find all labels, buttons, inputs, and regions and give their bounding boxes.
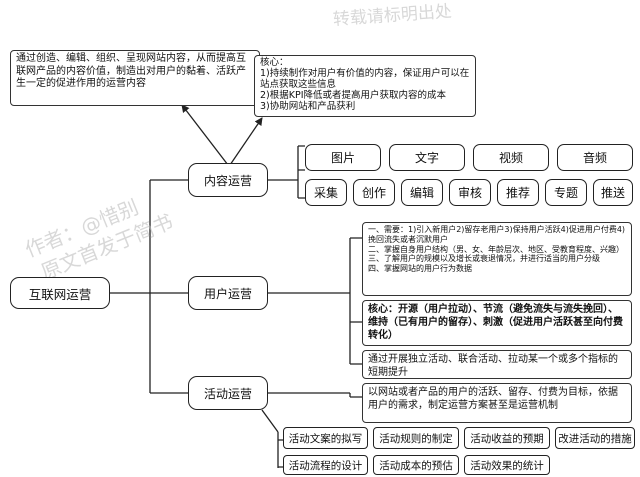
content-definition-text: 通过创造、编辑、组织、呈现网站内容，从而提高互联网产品的内容价值，制造出对用户的… <box>16 53 246 89</box>
user-needs-2: 二、掌握自身用户结构（男、女、年龄层次、地区、受教育程度、兴趣） <box>368 244 624 254</box>
user-needs-3: 三、了解用户的规模以及增长或衰退情况，并进行适当的用户分级 <box>368 254 600 264</box>
tag-review: 审核 <box>449 179 491 206</box>
tag-push-label: 推送 <box>600 186 625 200</box>
step-cost-estimate: 活动成本的预估 <box>373 455 459 475</box>
tag-push: 推送 <box>593 179 633 206</box>
user-notes-bracket <box>268 237 362 365</box>
step-effect-stats-label: 活动效果的统计 <box>470 459 544 472</box>
root-branch-connector <box>110 179 188 394</box>
tag-audio-label: 音频 <box>582 151 607 165</box>
tag-image-label: 图片 <box>330 151 355 165</box>
content-ops-node: 内容运营 <box>188 163 268 197</box>
step-flow-design: 活动流程的设计 <box>283 455 368 475</box>
content-to-definition-arrow <box>181 104 229 166</box>
user-ops-node: 用户运营 <box>188 276 268 310</box>
tag-recommend: 推荐 <box>497 179 539 206</box>
user-core-note: 核心：开源（用户拉动）、节流（避免流失与流失挽回）、维持（已有用户的留存）、刺激… <box>362 300 632 346</box>
tag-collect: 采集 <box>305 179 347 206</box>
tag-collect-label: 采集 <box>313 186 338 200</box>
tag-video: 视频 <box>473 144 549 171</box>
tag-create: 创作 <box>353 179 395 206</box>
tag-create-label: 创作 <box>361 186 386 200</box>
activity-ops-node: 活动运营 <box>188 376 268 410</box>
content-core-point-3: 3)协助网站和产品获利 <box>260 100 356 112</box>
activity-steps-bracket <box>261 409 283 468</box>
user-ops-label: 用户运营 <box>203 286 252 301</box>
tag-text: 文字 <box>389 144 465 171</box>
step-effect-stats: 活动效果的统计 <box>464 455 550 475</box>
step-rules: 活动规则的制定 <box>373 427 459 449</box>
content-core-point-1: 1)持续制作对用户有价值的内容，保证用户可以在站点获取这些信息 <box>260 67 470 90</box>
step-flow-design-label: 活动流程的设计 <box>288 459 363 472</box>
tag-topic-label: 专题 <box>553 186 578 200</box>
tag-review-label: 审核 <box>457 186 482 200</box>
content-definition-note: 通过创造、编辑、组织、呈现网站内容，从而提高互联网产品的内容价值，制造出对用户的… <box>10 50 260 106</box>
step-expected-return: 活动收益的预期 <box>464 427 550 449</box>
content-tags-bracket <box>268 145 305 199</box>
user-needs-note: 一、需要：1)引入新用户2)留存老用户3)保持用户活跃4)促进用户付费4)挽回流… <box>362 222 632 296</box>
tag-recommend-label: 推荐 <box>505 186 530 200</box>
activity-definition-text: 通过开展独立活动、联合活动、拉动某一个或多个指标的短期提升 <box>368 354 618 378</box>
content-ops-label: 内容运营 <box>203 173 252 188</box>
root-label: 互联网运营 <box>28 286 92 302</box>
step-cost-estimate-label: 活动成本的预估 <box>379 459 453 472</box>
step-expected-return-label: 活动收益的预期 <box>470 432 544 445</box>
step-copywriting: 活动文案的拟写 <box>283 427 368 449</box>
tag-text-label: 文字 <box>414 151 439 165</box>
step-improvement-label: 改进活动的措施 <box>558 432 632 445</box>
step-rules-label: 活动规则的制定 <box>379 432 453 445</box>
user-needs-4: 四、掌握网站的用户行为数据 <box>368 264 472 273</box>
tag-video-label: 视频 <box>498 151 523 165</box>
tag-edit: 编辑 <box>401 179 443 206</box>
user-needs-1: 一、需要：1)引入新用户2)留存老用户3)保持用户活跃4)促进用户付费4)挽回流… <box>368 225 626 244</box>
tag-topic: 专题 <box>545 179 587 206</box>
tag-image: 图片 <box>305 144 381 171</box>
root-node: 互联网运营 <box>10 277 110 309</box>
step-improvement: 改进活动的措施 <box>555 427 635 449</box>
step-copywriting-label: 活动文案的拟写 <box>288 432 363 445</box>
content-core-title: 核心： <box>260 57 289 68</box>
user-core-text: 核心：开源（用户拉动）、节流（避免流失与流失挽回）、维持（已有用户的留存）、刺激… <box>368 304 623 341</box>
activity-description-note: 以网站或者产品的用户的活跃、留存、付费为目标，依据用户的需求，制定运营方案甚至是… <box>362 383 632 423</box>
content-core-point-2: 2)根据KPI降低或者提高用户获取内容的成本 <box>260 89 447 101</box>
activity-ops-label: 活动运营 <box>203 386 252 401</box>
activity-definition-note: 通过开展独立活动、联合活动、拉动某一个或多个指标的短期提升 <box>362 350 632 379</box>
activity-notes-bracket <box>268 392 362 398</box>
content-to-core-arrow <box>229 117 263 166</box>
tag-edit-label: 编辑 <box>409 186 434 200</box>
tag-audio: 音频 <box>557 144 633 171</box>
content-core-note: 核心： 1)持续制作对用户有价值的内容，保证用户可以在站点获取这些信息 2)根据… <box>254 55 476 117</box>
activity-description-text: 以网站或者产品的用户的活跃、留存、付费为目标，依据用户的需求，制定运营方案甚至是… <box>368 387 618 411</box>
